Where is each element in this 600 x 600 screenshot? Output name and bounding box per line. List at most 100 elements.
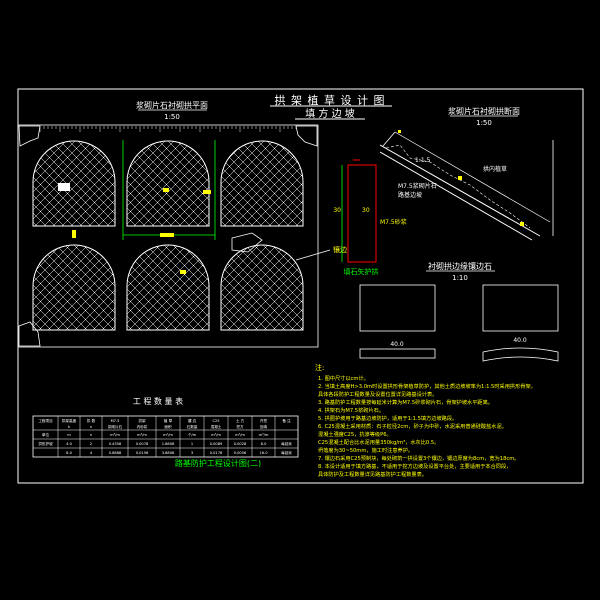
curb-scale: 1:10 [452, 274, 468, 282]
slope-line-top [379, 144, 541, 237]
plan-view [17, 124, 319, 348]
table-cell: m³/m [110, 433, 120, 437]
table-cell: 镶 边 [188, 418, 197, 423]
arch-frame-3 [220, 140, 304, 227]
plan-dim-marker [160, 233, 174, 237]
arch-frame-4 [32, 244, 116, 331]
table-cell: m³/m [211, 433, 221, 437]
table-cell: 单位 [42, 432, 50, 437]
table-cell: 回填 [260, 424, 268, 429]
section-marker-2 [520, 222, 524, 226]
table-cell: 0.0178 [210, 451, 223, 455]
plan-dim-marker-3 [180, 270, 186, 274]
table-cell: 0.8888 [109, 451, 122, 455]
curb-detail: 衬砌拱边缘镶边石 1:10 40.0 40.0 [359, 261, 559, 362]
slope-line-inner [394, 131, 551, 223]
table-cell: 内砂浆 [137, 424, 148, 429]
table-cell: 工程项目 [38, 418, 52, 423]
table-cell: 植 草 [164, 418, 173, 423]
note-line: 7. 镶边石采用C25预制块，每处砌筑一拱设置3个镶边，镶边厚度为8cm，宽为1… [318, 454, 519, 462]
plan-label-block [58, 183, 70, 191]
table-cell: 8.0 [66, 451, 72, 455]
column-dim-1: 30 [333, 207, 341, 214]
quantity-table-grid [33, 416, 298, 457]
footer-title: 路基防护工程设计图(二) [175, 458, 261, 468]
curb-dim-1: 40.0 [390, 341, 404, 348]
table-cell: 混凝土 [211, 424, 222, 429]
note-line: 6. C25混凝土采用材质：石子粒径2cm，砂子为中砂，水泥采用普通硅酸盐水泥。 [318, 422, 507, 430]
table-cell: 0.0156 [136, 451, 149, 455]
section-grass-label: 拱内植草 [483, 165, 507, 173]
plan-view-scale: 1:50 [164, 113, 180, 121]
note-line: 4. 拱架石为M7.5浆砌片石。 [318, 406, 384, 414]
curb-strip-left [359, 348, 436, 359]
table-cell: 3.8808 [162, 451, 175, 455]
section-view-title: 浆砌片石衬砌拱断面 [448, 106, 520, 116]
note-line: 5. 拱圈护坡用于路基边坡防护，适用于1:1.5填方边坡路段。 [318, 414, 457, 422]
quantity-table-title: 工 程 数 量 表 [133, 396, 183, 406]
section-slope-label: 路基边坡 [398, 191, 422, 199]
arch-frame-6 [220, 244, 304, 331]
table-cell: 2 [90, 442, 92, 446]
note-line: 具体防护及工程数量详见路基防护工程数量表。 [318, 470, 427, 478]
table-cell: m²/m [163, 433, 173, 437]
section-mortar-label: M7.5浆砌片石 [398, 182, 437, 190]
table-cell: 每延米 [281, 450, 292, 455]
table-cell: 拱形护坡 [38, 441, 53, 446]
table-cell: m [67, 433, 71, 437]
table-cell: 开挖 [260, 418, 268, 423]
curb-dim-2: 40.0 [513, 337, 527, 344]
table-cell: 0.0028 [234, 442, 247, 446]
arch-frame-2 [126, 140, 210, 227]
drawing-title: 拱 架 植 草 设 计 图 [275, 93, 386, 107]
section-ratio: 1:1.5 [415, 157, 431, 164]
table-cell: 土 方 [236, 418, 245, 423]
table-cell: 4.0 [66, 442, 72, 446]
plan-view-border [17, 124, 319, 348]
table-cell: 16.0 [259, 451, 268, 455]
table-cell: m³/m [137, 433, 147, 437]
quantity-table: 工 程 数 量 表 工程项目 拱架高度 拱 数 M7.5 拱架 植 草 镶 边 C25 土 方 开… [32, 396, 299, 458]
arch-frame-5 [126, 244, 210, 331]
table-cell: 挖方 [236, 424, 244, 429]
table-cell: h [68, 425, 70, 429]
table-cell: 0.0056 [234, 451, 247, 455]
notes: 注: 1. 图中尺寸以cm计。2. 当填土高度H>3.0m时设置拱形骨架植草防护… [315, 363, 536, 478]
table-cell: 0.0089 [210, 442, 223, 446]
section-view-scale: 1:50 [476, 119, 492, 127]
section-leader [382, 131, 396, 147]
table-cell: 拱架 [138, 418, 146, 423]
plan-dim-marker-2 [72, 230, 76, 238]
slope-line-bottom [379, 151, 533, 241]
note-line: 2. 当填土高度H>3.0m时设置拱形骨架植草防护，其他土质边坡坡率为1:1.5… [318, 382, 536, 390]
table-cell: 0.0078 [136, 442, 149, 446]
column-dim-2: 30 [362, 207, 370, 214]
plan-dim-marker-5 [203, 190, 211, 194]
column-label-top: M7.5砂浆 [380, 218, 407, 226]
table-cell: 拱架高度 [62, 418, 77, 423]
callout-label: 镶边 [333, 245, 347, 254]
notes-header: 注: [315, 363, 324, 372]
table-cell: 8.0 [261, 442, 267, 446]
quantity-table-border [32, 415, 299, 458]
table-cell: C25 [212, 419, 219, 423]
plan-view-title: 浆砌片石衬砌拱平面 [136, 100, 208, 110]
table-cell: n [90, 425, 92, 429]
rubble-corner-top-right [295, 125, 318, 147]
column-body [347, 164, 377, 263]
rubble-corner-top-left [18, 125, 41, 147]
column-detail: 30 30 M7.5砂浆 填石矢护拱 [333, 159, 407, 276]
table-cell: n [90, 433, 92, 437]
table-cell: 浆砌片石 [108, 424, 123, 429]
table-cell: M7.5 [111, 419, 120, 423]
curb-strip-right [482, 347, 559, 362]
note-line: 1. 图中尺寸以cm计。 [318, 374, 369, 382]
curb-block-right [482, 284, 559, 332]
arch-frames [32, 140, 304, 331]
curb-block-left [359, 284, 436, 332]
table-cell: 1 [191, 442, 193, 446]
table-cell: 拱 数 [87, 418, 96, 423]
note-line: 具体各段防护工程数量及设置位置详见路基设计表。 [318, 390, 437, 398]
note-line: 混凝土强度C25，抗渗等级P6。 [318, 430, 392, 438]
notes-lines: 1. 图中尺寸以cm计。2. 当填土高度H>3.0m时设置拱形骨架植草防护，其他… [318, 374, 536, 478]
